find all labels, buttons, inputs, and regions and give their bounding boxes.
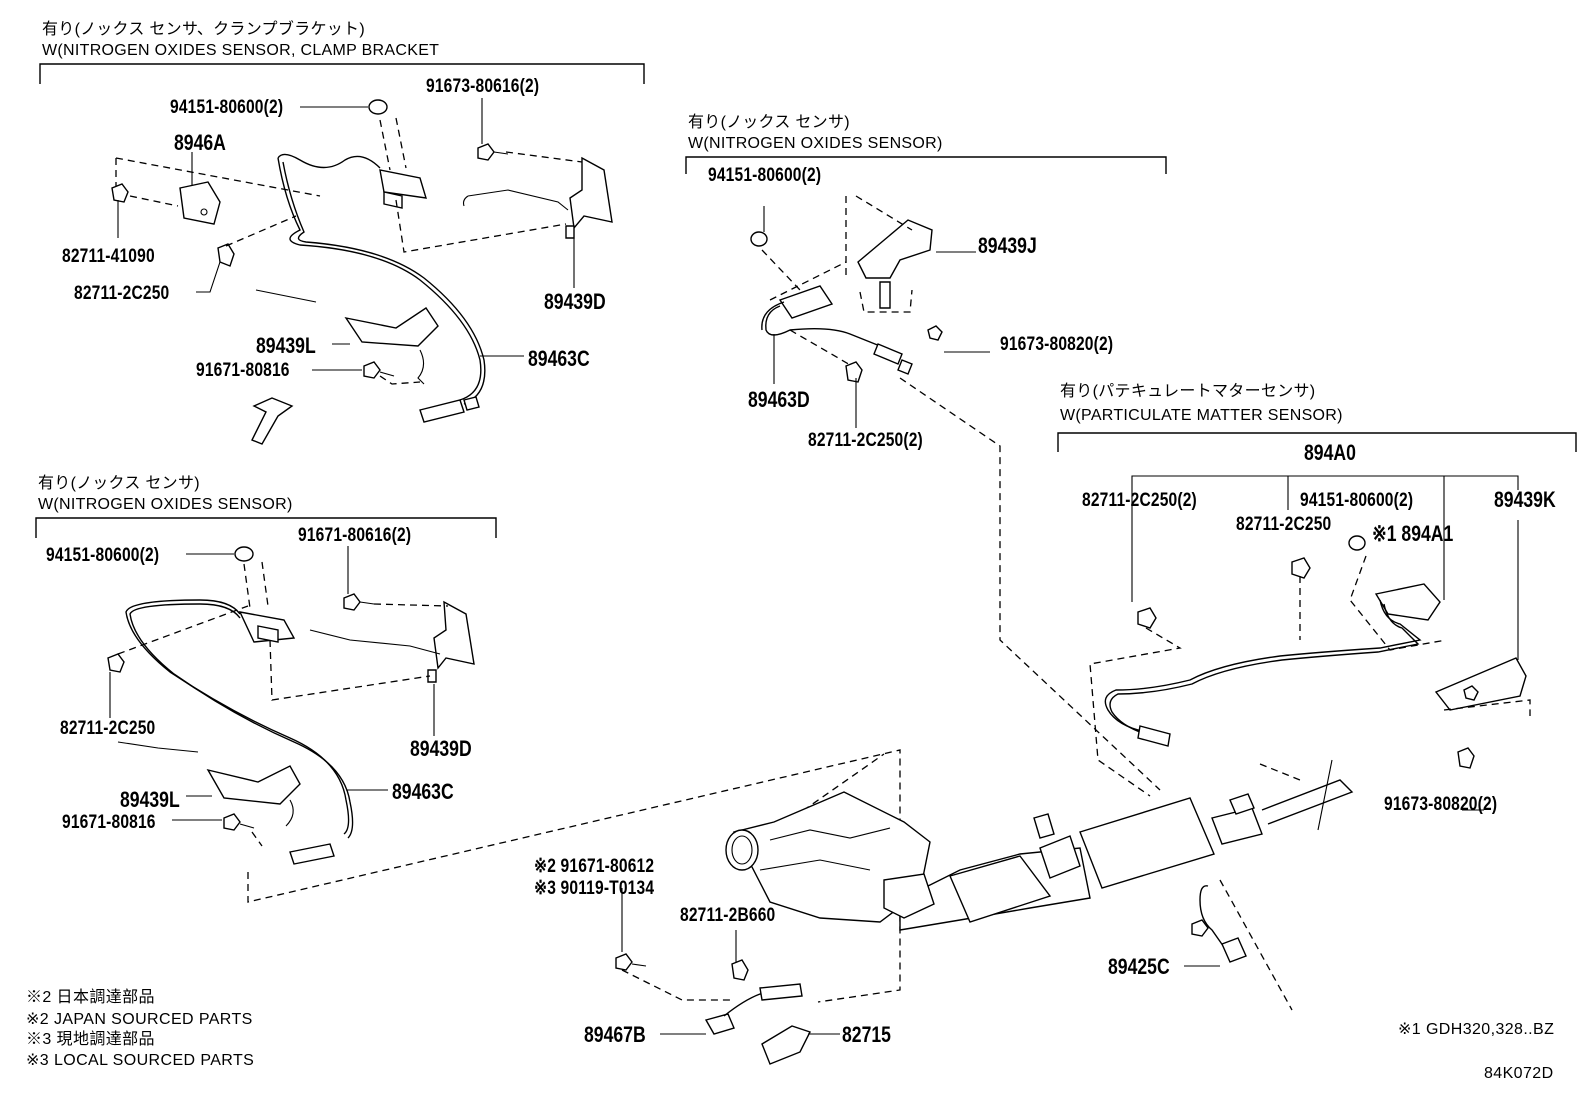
part-label[interactable]: 82711-2C250 [60,718,156,739]
part-label[interactable]: 94151-80600(2) [1300,490,1414,511]
section-title-en-middle-left: W(NITROGEN OXIDES SENSOR) [38,496,293,513]
bottom-exhaust-assembly [247,749,1354,1065]
part-label[interactable]: 89463C [392,779,454,804]
part-label[interactable]: 94151-80600(2) [46,545,160,566]
section-title-jp-middle-left: 有り(ノックス センサ) [38,475,200,492]
part-label[interactable]: ※2 91671-80612 [534,856,655,877]
part-label[interactable]: 82711-2C250(2) [1082,490,1197,511]
section-title-en-top-left: W(NITROGEN OXIDES SENSOR, CLAMP BRACKET [42,42,440,59]
section-bracket-middle-left [35,517,497,538]
part-label[interactable]: 89439D [544,289,606,314]
part-label[interactable]: 91671-80616(2) [298,525,412,546]
part-label[interactable]: 89439K [1494,487,1556,512]
section-bracket-top-left [39,63,645,84]
section-title-en-right: W(PARTICULATE MATTER SENSOR) [1060,407,1343,424]
note-line: ※2 日本調達部品 [26,989,155,1006]
footnote: ※1 GDH320,328..BZ [1398,1021,1555,1038]
section-title-en-top-middle: W(NITROGEN OXIDES SENSOR) [688,135,943,152]
part-label[interactable]: 91671-80816 [62,812,156,833]
part-label[interactable]: 82711-2C250 [1236,514,1332,535]
top-middle-assembly [750,195,1161,791]
note-line: ※2 JAPAN SOURCED PARTS [26,1011,253,1028]
part-label[interactable]: 82711-2C250(2) [808,430,923,451]
part-label[interactable]: 89467B [584,1022,646,1047]
part-label[interactable]: 94151-80600(2) [708,165,822,186]
diagram-code: 84K072D [1484,1065,1554,1082]
section-bracket-top-middle [685,156,1167,174]
section-bracket-right [1057,432,1577,452]
part-label[interactable]: 89439L [256,333,316,358]
part-label[interactable]: 8946A [174,130,226,155]
part-label[interactable]: 91673-80820(2) [1384,794,1498,815]
section-title-jp-top-middle: 有り(ノックス センサ) [688,114,850,131]
part-label[interactable]: 89463D [748,387,810,412]
part-label[interactable]: 82711-2B660 [680,905,776,926]
top-left-assembly [111,98,613,445]
part-label[interactable]: 89463C [528,346,590,371]
part-label[interactable]: ※1 894A1 [1372,521,1454,546]
part-label[interactable]: 82711-41090 [62,246,155,267]
part-label[interactable]: ※3 90119-T0134 [534,878,655,899]
part-label[interactable]: 89439J [978,233,1037,258]
part-label[interactable]: 894A0 [1304,440,1356,465]
part-label[interactable]: 89439D [410,736,472,761]
part-label[interactable]: 89439L [120,787,180,812]
note-line: ※3 LOCAL SOURCED PARTS [26,1052,255,1069]
part-label[interactable]: 91673-80820(2) [1000,334,1114,355]
part-label[interactable]: 82711-2C250 [74,283,170,304]
note-line: ※3 現地調達部品 [26,1031,155,1048]
right-assembly [1089,475,1531,831]
part-label[interactable]: 89425C [1108,954,1170,979]
section-title-jp-top-left: 有り(ノックス センサ、クランプブラケット) [42,21,365,38]
part-label[interactable]: 94151-80600(2) [170,97,284,118]
part-label[interactable]: 82715 [842,1022,891,1047]
part-label[interactable]: 91671-80816 [196,360,290,381]
part-label[interactable]: 91673-80616(2) [426,76,540,97]
middle-left-assembly [107,546,475,865]
section-title-jp-right: 有り(パテキュレートマターセンサ) [1060,383,1316,400]
